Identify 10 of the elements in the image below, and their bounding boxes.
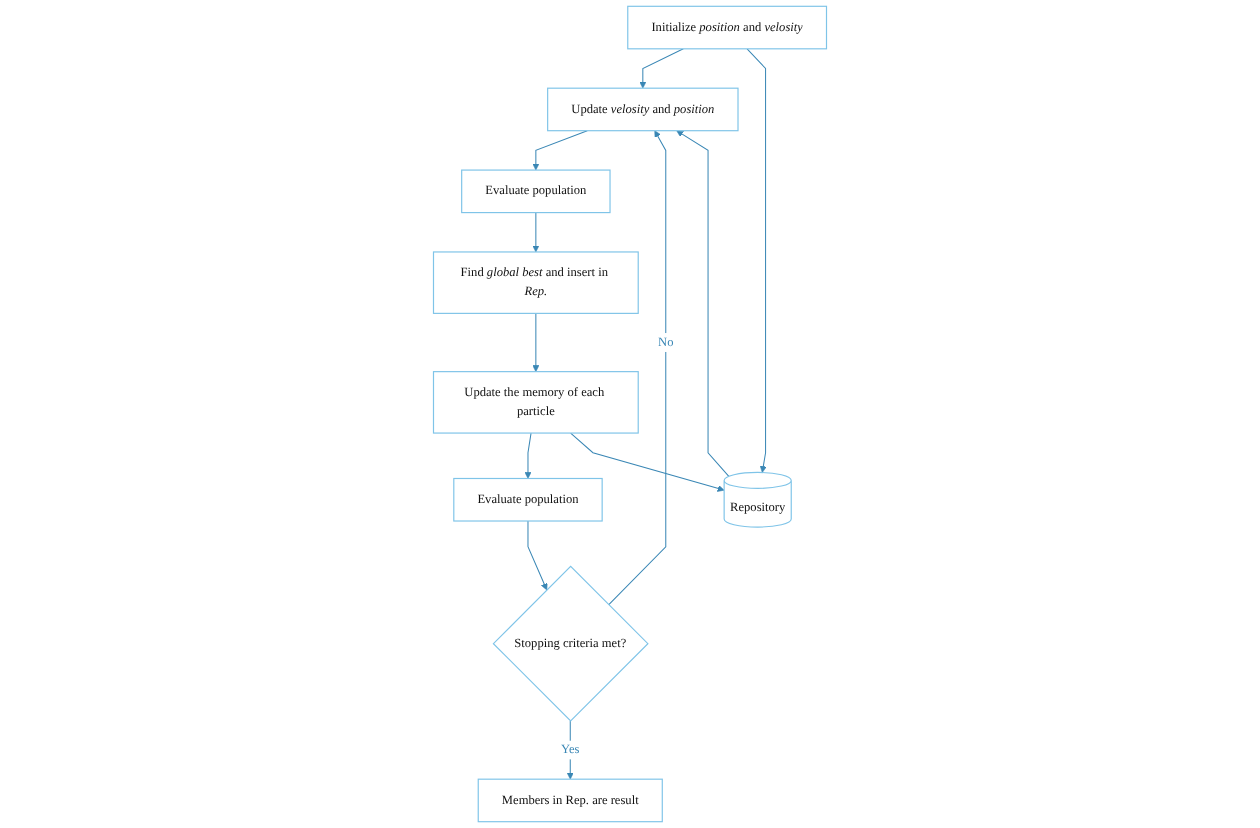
arrow [570,432,725,492]
arrow [527,520,548,591]
arrow [532,312,540,372]
arrow [524,432,532,479]
arrow [608,130,667,606]
arrow [639,48,684,89]
arrow [532,212,540,253]
arrow [532,130,588,171]
arrow [746,48,767,473]
arrow [676,130,730,477]
